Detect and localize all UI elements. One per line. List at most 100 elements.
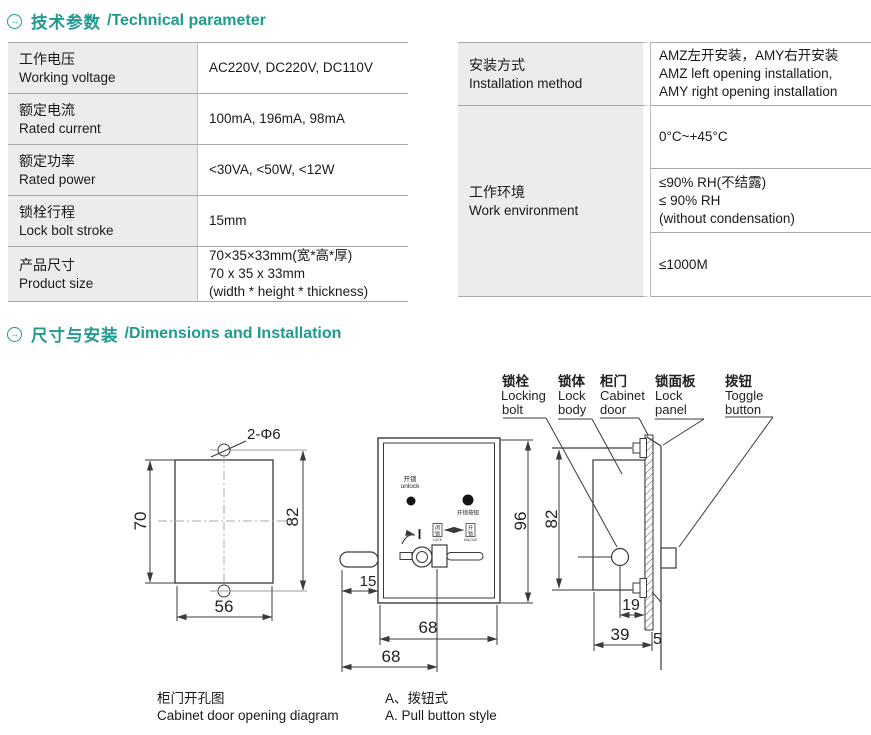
param-label-zh: 额定功率 [19, 152, 75, 169]
section-title-zh: 技术参数 [31, 14, 101, 32]
param-value: (width * height * thickness) [209, 284, 369, 299]
part-label-cabinet-door: 柜门 Cabinet door [600, 373, 649, 436]
param-label-en: Installation method [469, 75, 583, 91]
state-lock-char1: 闭 [435, 525, 440, 532]
table-row: 工作电压 Working voltage AC220V, DC220V, DC1… [8, 42, 408, 94]
param-label-cell: 产品尺寸 Product size [8, 247, 198, 302]
dim-label-82: 82 [283, 508, 302, 527]
param-label-cell: 锁栓行程 Lock bolt stroke [8, 196, 198, 247]
dimension-drawings: 2-Φ6 70 82 56 [131, 373, 774, 672]
param-value: <30VA, <50W, <12W [209, 162, 335, 177]
circle-right-arrow-icon: → [7, 13, 22, 29]
state-lock-en: LOCK [433, 538, 443, 542]
unlock-indicator-label-zh: 开锁 [404, 474, 418, 483]
part-label-en: Cabinet [600, 388, 645, 403]
param-value: 70 x 35 x 33mm [209, 266, 306, 281]
part-label-zh: 锁体 [558, 373, 586, 389]
part-label-zh: 柜门 [600, 373, 627, 389]
param-value: 0°C~+45°C [659, 129, 728, 144]
indicator-dot [406, 496, 416, 506]
param-value: 15mm [209, 213, 247, 228]
dim-label-15: 15 [360, 573, 377, 590]
param-value-cell: AMZ左开安装，AMY右开安装 AMZ left opening install… [650, 42, 871, 106]
part-label-en: panel [655, 402, 687, 417]
param-value: AMZ left opening installation, [659, 66, 833, 81]
unlock-button-label: 开锁按钮 [457, 509, 480, 517]
part-label-zh: 锁面板 [655, 373, 696, 389]
dim-label-68: 68 [419, 618, 438, 637]
section-title-en: /Technical parameter [107, 12, 266, 29]
param-label-zh: 工作电压 [19, 50, 75, 67]
param-label-en: Working voltage [19, 69, 116, 85]
lock-cylinder-inner [416, 551, 428, 563]
param-label-cell: 额定功率 Rated power [8, 145, 198, 196]
dim-label-96: 96 [511, 512, 530, 531]
lock-cylinder-outer [411, 546, 433, 568]
param-label-en: Lock bolt stroke [19, 222, 114, 238]
dim-82: 82 [283, 450, 307, 591]
param-label-cell: 安装方式 Installation method [458, 42, 650, 106]
part-label-locking-bolt: 锁栓 Locking bolt [501, 373, 618, 548]
part-label-en: Lock [558, 388, 586, 403]
part-label-zh: 锁栓 [502, 373, 530, 389]
param-label-zh: 额定电流 [19, 101, 75, 118]
state-unlock-char2: 锁 [468, 531, 473, 538]
table-row: 安装方式 Installation method AMZ左开安装，AMY右开安装… [458, 42, 871, 106]
dim-label-5: 5 [653, 631, 662, 648]
table-row: 工作环境 Work environment 0°C~+45°C [458, 106, 871, 297]
part-label-en: button [725, 402, 761, 417]
part-label-en: door [600, 402, 627, 417]
part-label-en: Lock [655, 388, 683, 403]
param-value: (without condensation) [659, 210, 795, 226]
part-label-lock-panel: 锁面板 Lock panel [655, 373, 705, 446]
mounting-bolt-top [632, 438, 647, 458]
caption-en: Cabinet door opening diagram [157, 708, 339, 723]
param-value: ≤1000M [659, 256, 708, 272]
cam-bar [399, 552, 413, 560]
dim-68-lower: 68 [341, 569, 438, 672]
param-value: 100mA, 196mA, 98mA [209, 111, 345, 126]
param-label-zh: 锁栓行程 [19, 203, 75, 220]
hole-spec-label: 2-Φ6 [247, 426, 281, 443]
param-label-en: Rated current [19, 120, 101, 136]
state-unlock-char1: 开 [468, 526, 473, 532]
section-header-dimensions: → 尺寸与安装 /Dimensions and Installation [7, 322, 341, 346]
caption-zh: A、拨钮式 [385, 691, 449, 706]
dim-82-side: 82 [542, 449, 563, 589]
lock-panel-outline [377, 437, 501, 604]
part-label-toggle-button: 拨钮 Toggle button [678, 373, 774, 548]
lock-body-rect [592, 459, 646, 591]
state-switch-markings: 闭 锁 LOCK 开 锁 UNLOCK [432, 523, 478, 542]
param-value-cell: AC220V, DC220V, DC110V [198, 42, 408, 94]
dim-19: 19 [619, 597, 645, 619]
caption-cutout: 柜门开孔图 Cabinet door opening diagram [157, 690, 339, 724]
param-label-zh: 安装方式 [469, 56, 525, 73]
unlock-indicator-label-en: unlock [401, 483, 421, 490]
section-header-technical-parameter: → 技术参数 /Technical parameter [7, 9, 266, 33]
tech-params-table-left: 工作电压 Working voltage AC220V, DC220V, DC1… [8, 42, 408, 302]
param-value-cell: <30VA, <50W, <12W [198, 145, 408, 196]
front-view-diagram: 开锁 unlock 开锁按钮 闭 锁 LOCK 开 锁 UNLOCK [339, 437, 533, 672]
dim-label-19: 19 [622, 597, 640, 614]
rotate-arrow [401, 529, 416, 545]
param-value-cell: ≤1000M [650, 233, 871, 297]
dim-56: 56 [176, 586, 273, 621]
section-title-en: /Dimensions and Installation [124, 325, 342, 342]
param-label-cell: 额定电流 Rated current [8, 94, 198, 145]
dim-label-56: 56 [215, 597, 234, 616]
table-row: 额定电流 Rated current 100mA, 196mA, 98mA [8, 94, 408, 145]
dim-label-82-side: 82 [542, 510, 561, 529]
table-row: 锁栓行程 Lock bolt stroke 15mm [8, 196, 408, 247]
slider-block [431, 544, 448, 568]
bolt-rod [446, 552, 484, 561]
param-label-en: Rated power [19, 171, 96, 187]
param-label-cell: 工作电压 Working voltage [8, 42, 198, 94]
dim-39: 39 [593, 592, 653, 651]
table-row: ≤90% RH(不结露) ≤ 90% RH (without condensat… [458, 169, 871, 233]
param-label-cell: 工作环境 Work environment [458, 106, 650, 297]
dim-96: 96 [501, 439, 533, 604]
dim-label-39: 39 [611, 625, 630, 644]
state-lock-char2: 锁 [435, 531, 440, 538]
param-value: AMZ左开安装，AMY右开安装 [659, 48, 839, 63]
